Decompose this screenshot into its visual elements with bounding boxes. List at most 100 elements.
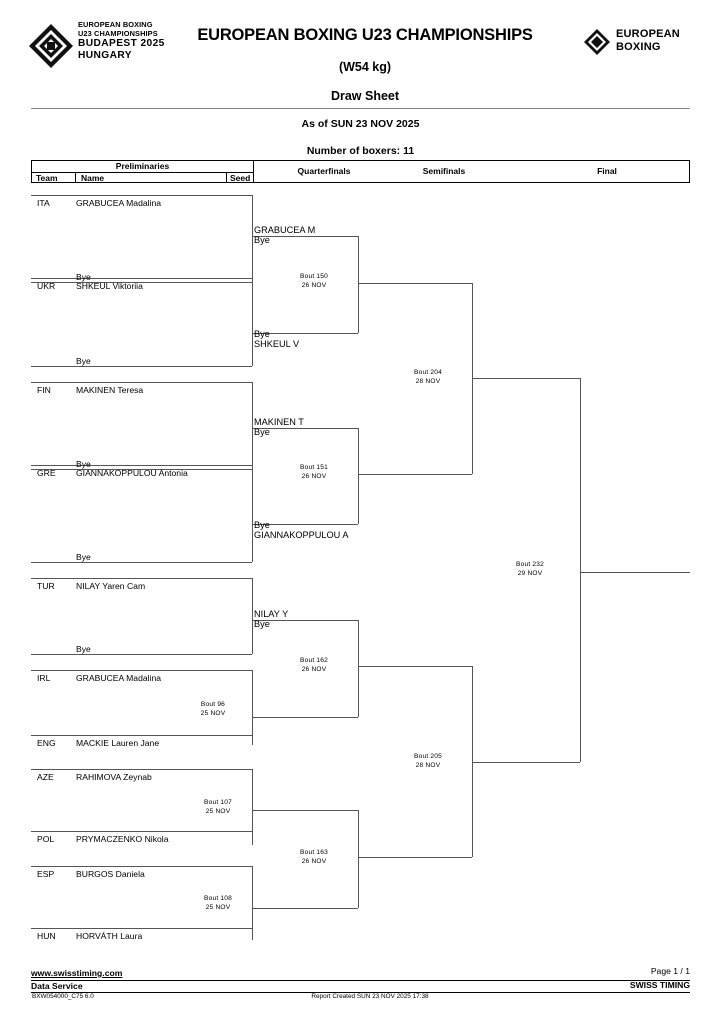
prelim-bye-label: Bye xyxy=(76,356,91,366)
report-code: BXW054000_C75 6.0 xyxy=(32,993,94,1000)
sf-bottom-feed xyxy=(358,474,472,475)
sf-top-feed xyxy=(358,283,472,284)
prelim-bye-label: Bye xyxy=(76,272,91,282)
boxer-count: Number of boxers: 11 xyxy=(306,145,415,157)
bout-date: 25 NOV xyxy=(205,904,231,911)
bout-date: 29 NOV xyxy=(517,570,543,577)
prelim-name: RAHIMOVA Zeynab xyxy=(76,772,152,782)
bout-number: Bout 107 xyxy=(204,799,232,806)
qf-bottom-subname: SHKEUL V xyxy=(254,339,300,349)
prelim-entry-line xyxy=(31,670,252,671)
prelim-name: HORVÁTH Laura xyxy=(76,931,143,941)
swisstiming-link[interactable]: www.swisstiming.com xyxy=(31,968,123,978)
qf-bottom-feed xyxy=(252,524,358,525)
page-number: Page 1 / 1 xyxy=(650,966,690,976)
footer-divider-2 xyxy=(31,992,690,993)
logo-line-3: BUDAPEST 2025 xyxy=(78,38,165,50)
final-bottom-feed xyxy=(472,762,580,763)
prelim-bye-line xyxy=(31,469,252,470)
qf-bout-info: Bout 162 26 NOV xyxy=(279,656,349,674)
prelim-bout-info: Bout 96 25 NOV xyxy=(178,700,248,718)
prelim-bye-line xyxy=(31,282,252,283)
footer-divider-1 xyxy=(31,980,690,981)
prelim-pair-connector xyxy=(252,195,253,282)
prelim-entry-line xyxy=(31,382,252,383)
qf-connector xyxy=(358,428,359,524)
col-name: Name xyxy=(77,173,227,183)
prelim-name: GRABUCEA Madalina xyxy=(76,673,162,683)
qf-top-name: GRABUCEA M xyxy=(254,225,316,235)
qf-bottom-feed xyxy=(252,333,358,334)
weight-category: (W54 kg) xyxy=(338,60,392,74)
qf-top-feed xyxy=(252,236,358,237)
qf-connector xyxy=(358,620,359,717)
final-bout-info: Bout 232 29 NOV xyxy=(495,560,565,578)
logo-line-1: EUROPEAN BOXING xyxy=(78,20,153,29)
prelim-entry-line xyxy=(31,928,252,929)
prelim-team: HUN xyxy=(37,931,56,941)
prelim-pair-connector xyxy=(252,382,253,469)
qf-bout-info: Bout 163 26 NOV xyxy=(279,848,349,866)
prelim-pair-connector xyxy=(252,465,253,562)
prelim-bye-line xyxy=(31,654,252,655)
prelim-name: NILAY Yaren Cam xyxy=(76,581,146,591)
logo-line-2: U23 CHAMPIONSHIPS xyxy=(78,28,158,38)
prelim-name: GRABUCEA Madalina xyxy=(76,198,162,208)
bout-date: 26 NOV xyxy=(301,282,327,289)
as-of-date: As of SUN 23 NOV 2025 xyxy=(301,118,420,130)
diamond-logo-icon xyxy=(29,24,73,68)
prelim-bout-connector xyxy=(252,670,253,745)
eb-logo-line-2: BOXING xyxy=(616,40,661,53)
prelim-team: ITA xyxy=(37,198,50,208)
col-subheader-row: Team Name Seed xyxy=(32,172,254,183)
bout-date: 26 NOV xyxy=(301,858,327,865)
prelim-name: MAKINEN Teresa xyxy=(76,385,144,395)
qf-top-feed xyxy=(252,810,358,811)
logo-line-4: HUNGARY xyxy=(78,49,132,61)
prelim-bout-info: Bout 108 25 NOV xyxy=(183,894,253,912)
prelim-pair-connector xyxy=(252,578,253,654)
bout-number: Bout 232 xyxy=(516,561,544,568)
prelim-bye-label: Bye xyxy=(76,459,91,469)
prelim-name: MACKIE Lauren Jane xyxy=(76,738,160,748)
prelim-team: ESP xyxy=(37,869,55,879)
qf-bottom-name: Bye xyxy=(254,520,270,530)
document-type: Draw Sheet xyxy=(330,89,400,103)
col-quarterfinals: Quarterfinals xyxy=(297,166,351,176)
bout-number: Bout 163 xyxy=(300,849,328,856)
col-preliminaries: Preliminaries xyxy=(32,161,254,172)
eb-logo-line-1: EUROPEAN xyxy=(616,28,680,40)
final-winner-line xyxy=(580,572,690,573)
column-header-table: Preliminaries Team Name Seed Quarterfina… xyxy=(31,160,690,183)
qf-top-name: MAKINEN T xyxy=(254,417,304,427)
sf-connector xyxy=(472,666,473,857)
prelim-team: AZE xyxy=(37,772,54,782)
prelim-bye-line xyxy=(31,366,252,367)
qf-top-subname: Bye xyxy=(254,235,270,245)
qf-top-feed xyxy=(252,428,358,429)
bout-date: 28 NOV xyxy=(415,762,441,769)
bout-number: Bout 162 xyxy=(300,657,328,664)
prelim-entry-line xyxy=(31,278,252,279)
bout-number: Bout 96 xyxy=(200,701,226,708)
prelim-bye-line xyxy=(31,562,252,563)
qf-top-name: NILAY Y xyxy=(254,609,289,619)
qf-bottom-name: Bye xyxy=(254,329,270,339)
bout-date: 25 NOV xyxy=(200,710,226,717)
prelim-entry-line xyxy=(31,578,252,579)
bout-date: 26 NOV xyxy=(301,666,327,673)
prelim-team: UKR xyxy=(37,281,56,291)
prelim-pair-connector xyxy=(252,278,253,366)
col-seed: Seed xyxy=(230,173,251,183)
data-service-label: Data Service xyxy=(31,981,83,991)
bout-number: Bout 108 xyxy=(204,895,232,902)
prelim-entry-line xyxy=(31,831,252,832)
european-boxing-logo: EUROPEAN BOXING xyxy=(583,27,693,59)
page-title: EUROPEAN BOXING U23 CHAMPIONSHIPS xyxy=(197,26,533,44)
final-connector xyxy=(580,378,581,762)
